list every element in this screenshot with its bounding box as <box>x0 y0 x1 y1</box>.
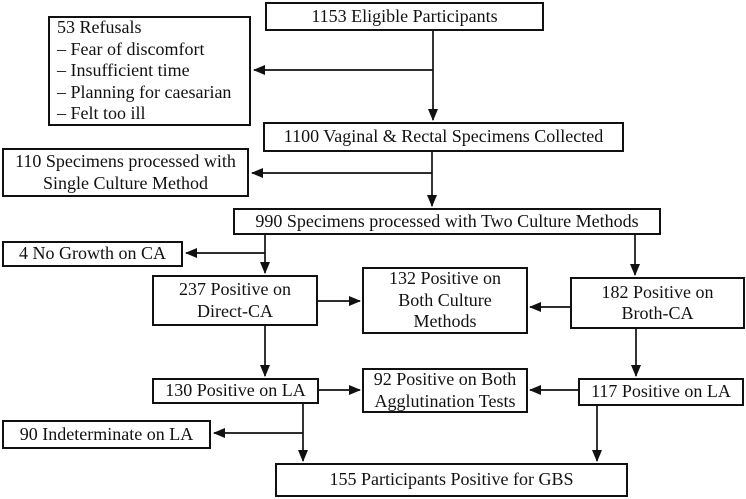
node-line: 182 Positive on <box>601 281 714 302</box>
node-line: 237 Positive on <box>178 279 291 299</box>
node-specimens-collected: 1100 Vaginal & Rectal Specimens Collecte… <box>263 122 624 152</box>
node-positive-broth-ca: 182 Positive on Broth-CA <box>570 277 745 329</box>
node-line: 92 Positive on Both <box>373 369 517 389</box>
node-line: Single Culture Method <box>43 172 208 193</box>
node-label: 130 Positive on LA <box>165 380 306 401</box>
node-positive-direct-ca: 237 Positive on Direct-CA <box>152 275 318 326</box>
node-positive-both-culture-methods: 132 Positive on Both Culture Methods <box>362 267 528 334</box>
node-line: – Insufficient time <box>57 60 190 81</box>
node-label: 1100 Vaginal & Rectal Specimens Collecte… <box>283 126 604 147</box>
node-label: 117 Positive on LA <box>591 381 731 402</box>
node-single-culture-method: 110 Specimens processed with Single Cult… <box>2 148 249 197</box>
node-label: 155 Participants Positive for GBS <box>329 469 574 490</box>
node-positive-both-agglutination: 92 Positive on Both Agglutination Tests <box>362 368 528 413</box>
node-refusals: 53 Refusals – Fear of discomfort – Insuf… <box>48 16 251 126</box>
node-label: 90 Indeterminate on LA <box>19 423 194 444</box>
node-no-growth-ca: 4 No Growth on CA <box>2 241 183 267</box>
node-indeterminate-la: 90 Indeterminate on LA <box>2 420 211 449</box>
node-line: – Fear of discomfort <box>57 38 205 59</box>
node-line: 132 Positive on <box>388 268 501 289</box>
node-label: 990 Specimens processed with Two Culture… <box>255 210 639 231</box>
node-eligible-participants: 1153 Eligible Participants <box>265 2 544 31</box>
node-line: Methods <box>413 311 477 332</box>
node-line: Direct-CA <box>197 300 273 321</box>
node-line: Both Culture <box>398 289 492 310</box>
node-gbs-positive: 155 Participants Positive for GBS <box>275 463 628 497</box>
node-line: 110 Specimens processed with <box>15 151 236 171</box>
node-positive-la-direct: 130 Positive on LA <box>152 378 319 404</box>
node-label: 4 No Growth on CA <box>19 243 166 264</box>
node-label: 1153 Eligible Participants <box>311 5 498 26</box>
node-line: 53 Refusals <box>57 17 142 38</box>
node-two-culture-methods: 990 Specimens processed with Two Culture… <box>233 208 661 235</box>
node-line: – Planning for caesarian <box>57 81 232 102</box>
node-line: – Felt too ill <box>57 103 146 124</box>
node-positive-la-broth: 117 Positive on LA <box>578 378 744 406</box>
node-line: Broth-CA <box>621 303 694 323</box>
node-line: Agglutination Tests <box>374 390 516 411</box>
